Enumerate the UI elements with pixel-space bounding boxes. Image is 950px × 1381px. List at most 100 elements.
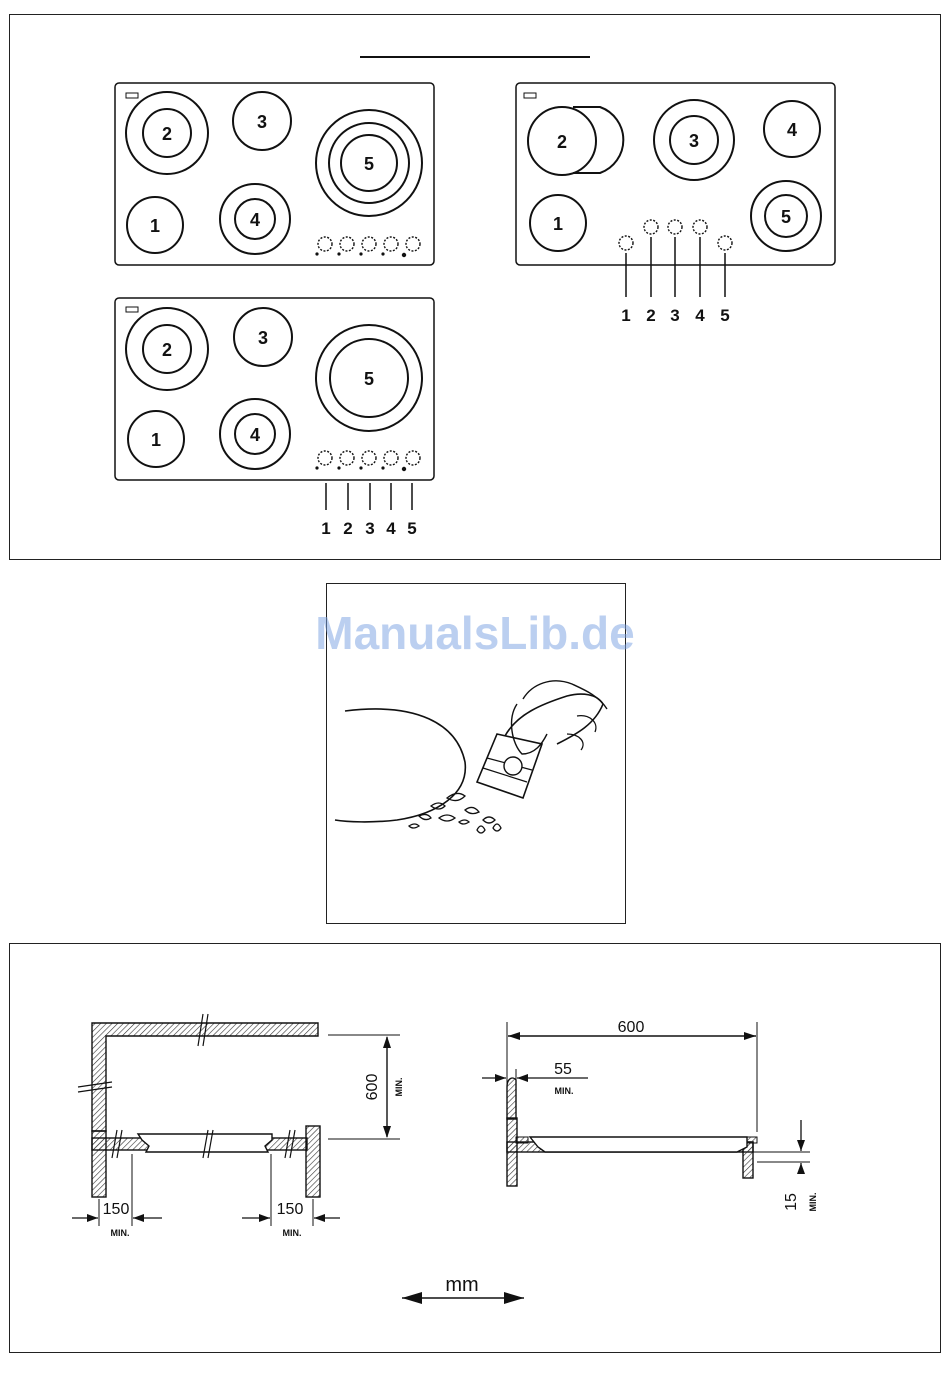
arrow-left-icon bbox=[314, 1214, 325, 1222]
arrow-left-icon bbox=[517, 1074, 528, 1082]
clearance-value: 150 bbox=[103, 1201, 130, 1218]
worktop-cross-section bbox=[507, 1078, 757, 1186]
clearance-value: 15 bbox=[783, 1193, 800, 1211]
scraper-illustration bbox=[327, 584, 627, 925]
zone-label: 2 bbox=[162, 124, 172, 144]
min-label: MIN. bbox=[283, 1228, 302, 1238]
unit-label: mm bbox=[445, 1274, 478, 1296]
zone-label: 3 bbox=[689, 131, 699, 151]
hand-outline-icon bbox=[523, 681, 607, 709]
right-side-wall bbox=[306, 1126, 320, 1197]
zone-label: 2 bbox=[162, 340, 172, 360]
clearance-value: 150 bbox=[277, 1201, 304, 1218]
control-knobs bbox=[315, 451, 420, 471]
zone-2-extension-ring bbox=[573, 107, 623, 173]
hob-unit-section bbox=[530, 1137, 747, 1152]
zone-label: 5 bbox=[781, 207, 791, 227]
control-number: 4 bbox=[386, 519, 396, 538]
zone-label: 4 bbox=[250, 425, 260, 445]
knob-icon bbox=[406, 237, 420, 251]
zone-label: 5 bbox=[364, 154, 374, 174]
zone-label: 5 bbox=[364, 369, 374, 389]
knob-icon bbox=[619, 236, 633, 250]
min-label: MIN. bbox=[808, 1193, 818, 1212]
min-label: MIN. bbox=[555, 1086, 574, 1096]
zone-label: 2 bbox=[557, 132, 567, 152]
arrow-right-icon bbox=[259, 1214, 270, 1222]
cabinet-cross-section bbox=[78, 1014, 320, 1197]
unit-indicator: mm bbox=[402, 1274, 524, 1304]
arrow-left-icon bbox=[402, 1292, 422, 1304]
hob-layouts-drawing: 2 3 5 1 4 bbox=[10, 15, 942, 561]
zone-label: 1 bbox=[553, 214, 563, 234]
zone-label: 4 bbox=[787, 120, 797, 140]
hob-a: 2 3 5 1 4 bbox=[115, 83, 434, 265]
hob-c: 2 3 4 1 5 1 2 3 bbox=[516, 83, 835, 325]
arrow-up-icon bbox=[383, 1036, 391, 1048]
control-number: 4 bbox=[695, 306, 705, 325]
zone-label: 1 bbox=[151, 430, 161, 450]
indicator-light-icon bbox=[126, 93, 138, 98]
knob-icon bbox=[340, 237, 354, 251]
control-number: 3 bbox=[670, 306, 679, 325]
arrow-left-icon bbox=[508, 1032, 520, 1040]
knob-icon bbox=[362, 237, 376, 251]
control-number: 2 bbox=[343, 519, 352, 538]
knob-icon bbox=[668, 220, 682, 234]
indicator-light-icon bbox=[524, 93, 536, 98]
arrow-up-icon bbox=[797, 1163, 805, 1174]
under-clearance-dimension: 15 MIN. bbox=[753, 1120, 818, 1212]
knob-icon bbox=[693, 220, 707, 234]
control-number: 1 bbox=[321, 519, 330, 538]
arrow-right-icon bbox=[87, 1214, 98, 1222]
hob-surface-outline bbox=[335, 709, 465, 822]
wall-clearance-dimension: 55 MIN. bbox=[482, 1061, 588, 1104]
knob-icon bbox=[504, 757, 522, 775]
depth-value: 600 bbox=[618, 1019, 645, 1036]
min-label: MIN. bbox=[394, 1078, 404, 1097]
cleaning-illustration-panel bbox=[326, 583, 626, 924]
hob-b: 2 3 5 1 4 bbox=[115, 298, 434, 538]
control-knobs bbox=[315, 237, 420, 257]
control-number: 5 bbox=[720, 306, 729, 325]
scraper-handle-icon bbox=[505, 694, 603, 744]
zone-label: 4 bbox=[250, 210, 260, 230]
zone-label: 3 bbox=[257, 112, 267, 132]
left-clearance-dimension: 150 MIN. bbox=[72, 1154, 162, 1238]
upper-cabinet-section bbox=[92, 1023, 318, 1131]
height-value: 600 bbox=[364, 1074, 381, 1101]
clearance-value: 55 bbox=[554, 1061, 572, 1078]
min-label: MIN. bbox=[111, 1228, 130, 1238]
knob-icon bbox=[318, 237, 332, 251]
arrow-down-icon bbox=[383, 1126, 391, 1138]
knob-icon bbox=[406, 451, 420, 465]
wall-upstand-section bbox=[507, 1078, 516, 1119]
zone-label: 3 bbox=[258, 328, 268, 348]
height-dimension: 600 MIN. bbox=[328, 1035, 404, 1139]
hob-layouts-panel: 2 3 5 1 4 bbox=[9, 14, 941, 560]
right-clearance-dimension: 150 MIN. bbox=[242, 1154, 340, 1238]
control-number: 2 bbox=[646, 306, 655, 325]
arrow-right-icon bbox=[495, 1074, 506, 1082]
depth-dimension: 600 bbox=[507, 1019, 757, 1132]
control-leader-lines bbox=[326, 483, 412, 510]
control-number: 5 bbox=[407, 519, 416, 538]
arrow-right-icon bbox=[744, 1032, 756, 1040]
zone-label: 1 bbox=[150, 216, 160, 236]
knob-icon bbox=[362, 451, 376, 465]
knob-icon bbox=[384, 451, 398, 465]
control-leader-lines bbox=[626, 237, 725, 297]
arrow-left-icon bbox=[133, 1214, 144, 1222]
installation-panel: 600 MIN. 150 MIN. 150 MIN. bbox=[9, 943, 941, 1353]
installation-drawing: 600 MIN. 150 MIN. 150 MIN. bbox=[10, 944, 942, 1354]
control-number: 3 bbox=[365, 519, 374, 538]
knob-icon bbox=[384, 237, 398, 251]
control-number: 1 bbox=[621, 306, 630, 325]
knob-icon bbox=[644, 220, 658, 234]
knob-icon bbox=[340, 451, 354, 465]
knob-icon bbox=[718, 236, 732, 250]
arrow-right-icon bbox=[504, 1292, 524, 1304]
arrow-down-icon bbox=[797, 1140, 805, 1151]
indicator-light-icon bbox=[126, 307, 138, 312]
knob-icon bbox=[318, 451, 332, 465]
